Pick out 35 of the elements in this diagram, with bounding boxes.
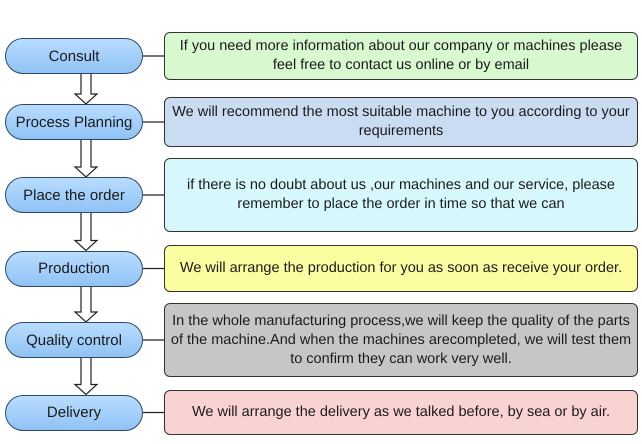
description-text: We will arrange the delivery as we talked before, by sea or by air. xyxy=(192,403,610,422)
block-arrow xyxy=(73,139,99,178)
connector-line xyxy=(143,268,164,270)
step-pill xyxy=(5,104,143,140)
description-text: We will recommend the most suitable machine to you according to your requirements xyxy=(171,103,631,141)
step-label: Place the order xyxy=(23,186,125,204)
step-pill xyxy=(5,322,143,358)
block-arrow xyxy=(73,212,99,252)
step-label: Production xyxy=(38,260,110,277)
description-box xyxy=(164,158,638,232)
description-box xyxy=(164,390,638,435)
step-label: Delivery xyxy=(46,404,102,421)
description-box xyxy=(164,32,638,80)
step-label: Consult xyxy=(48,48,100,64)
description-box xyxy=(164,97,638,147)
step-label: Process Planning xyxy=(16,114,132,130)
description-text: if there is no doubt about us ,our machines and our service, please remember to place the order in time so that we can xyxy=(186,176,616,214)
step-label: Quality control xyxy=(26,332,122,348)
description-text: We will arrange the production for you as soon as receive your order. xyxy=(180,259,622,278)
connector-line xyxy=(143,412,164,414)
description-text: In the whole manufacturing process,we will keep the quality of the parts of the machine.And when the machines arecompleted, we will test them to confirm they can work very well. xyxy=(170,312,632,368)
block-arrow xyxy=(73,73,99,105)
step-pill xyxy=(5,38,143,74)
connector-line xyxy=(143,339,164,341)
description-box xyxy=(164,245,638,292)
description-text: If you need more information about our company or machines please feel free to contact us online or by email xyxy=(178,37,624,75)
step-pill xyxy=(5,177,143,213)
connector-line xyxy=(143,194,164,196)
block-arrow xyxy=(73,357,99,396)
step-pill xyxy=(5,250,143,286)
step-pill xyxy=(5,394,143,430)
block-arrow xyxy=(73,286,99,323)
connector-line xyxy=(143,55,164,57)
description-box xyxy=(164,303,638,377)
connector-line xyxy=(143,121,164,123)
